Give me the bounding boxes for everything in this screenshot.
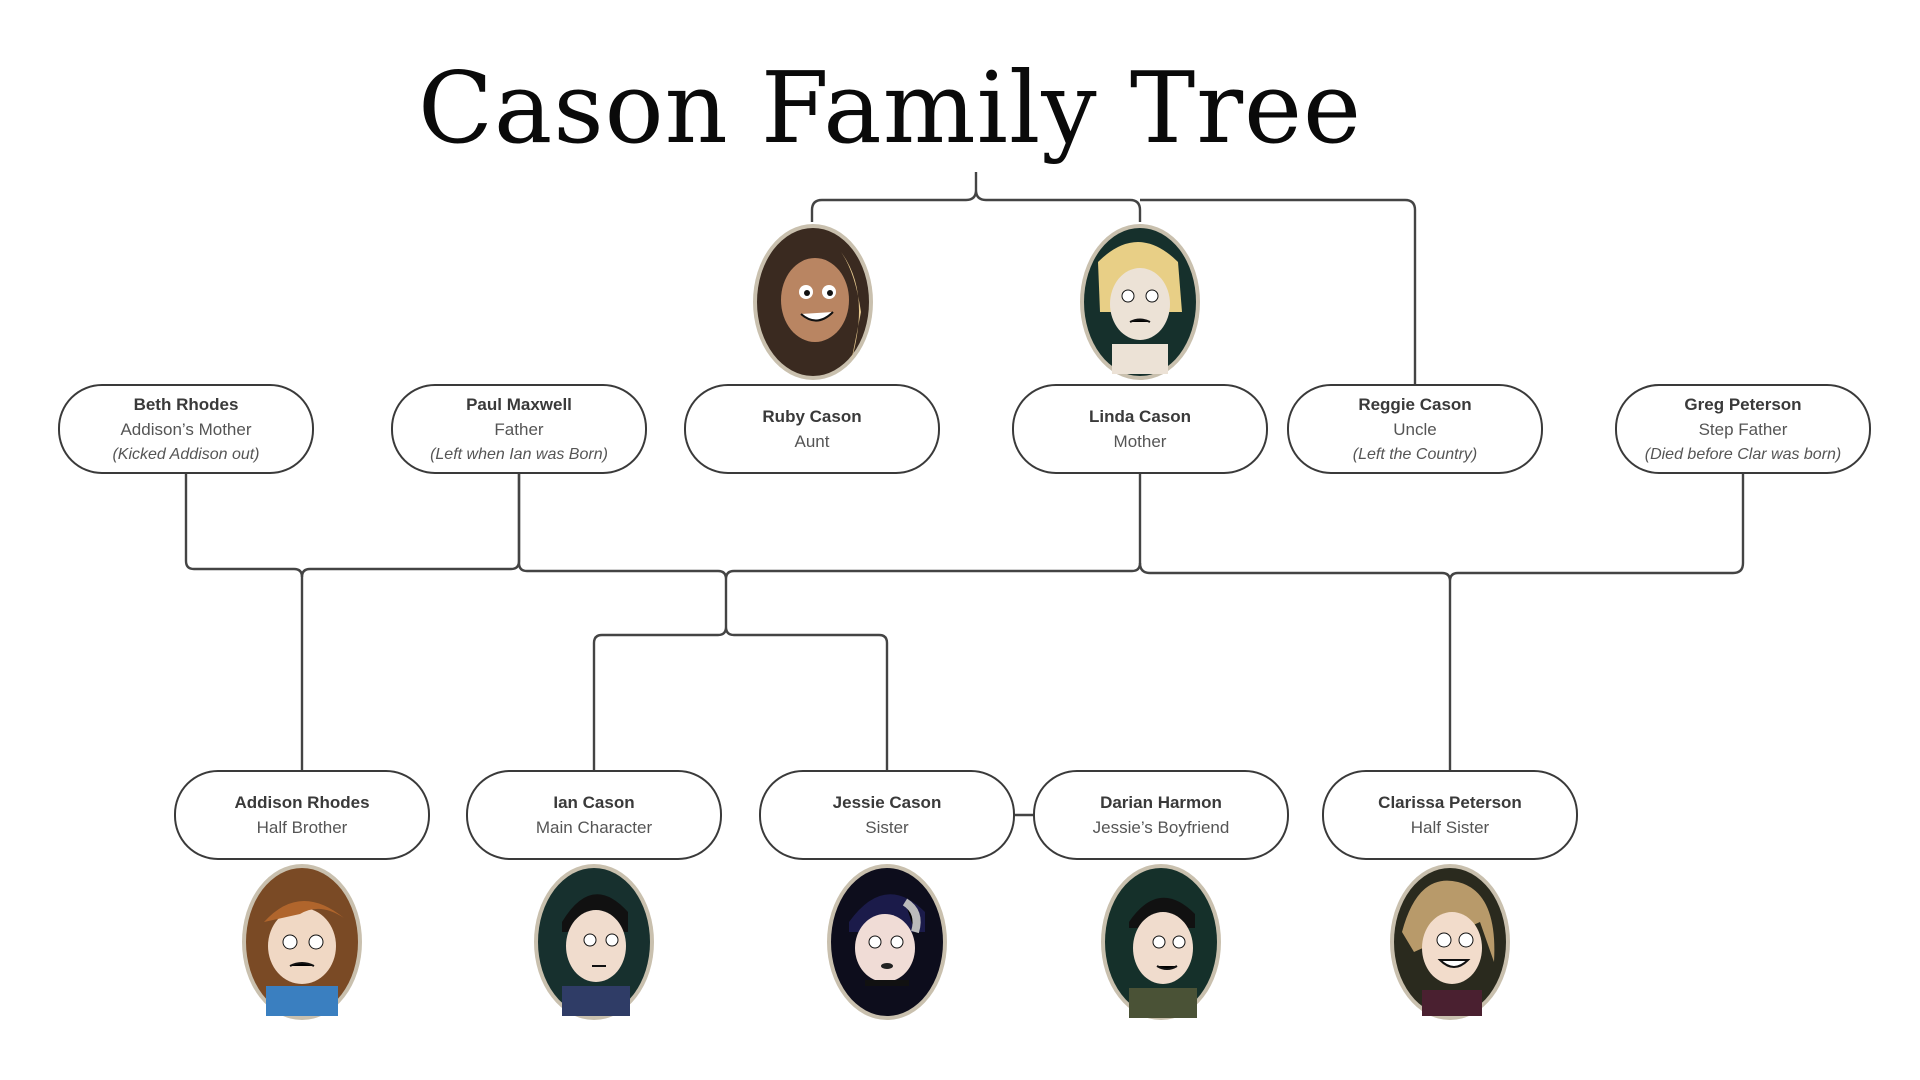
person-note: (Left the Country) bbox=[1352, 445, 1478, 463]
person-name: Addison Rhodes bbox=[234, 793, 370, 812]
person-role: Aunt bbox=[794, 432, 830, 451]
siblings-line bbox=[592, 626, 889, 770]
person-name: Darian Harmon bbox=[1100, 793, 1222, 812]
title-connector bbox=[810, 172, 1417, 384]
person-role: Addison’s Mother bbox=[120, 419, 252, 439]
clarissa-portrait bbox=[1390, 864, 1510, 1020]
beth-addison-line bbox=[184, 474, 304, 770]
person-role: Sister bbox=[865, 818, 909, 837]
person-role: Main Character bbox=[535, 818, 653, 837]
person-card-beth-rhodes[interactable]: Beth Rhodes Addison’s Mother (Kicked Add… bbox=[58, 384, 314, 474]
person-role: Jessie’s Boyfriend bbox=[1092, 818, 1230, 837]
person-card-reggie-cason[interactable]: Reggie Cason Uncle (Left the Country) bbox=[1287, 384, 1543, 474]
person-role: Father bbox=[494, 419, 544, 439]
person-card-clarissa-peterson[interactable]: Clarissa Peterson Half Sister bbox=[1322, 770, 1578, 860]
person-name: Ian Cason bbox=[553, 793, 635, 812]
person-name: Reggie Cason bbox=[1358, 394, 1472, 414]
person-card-paul-maxwell[interactable]: Paul Maxwell Father (Left when Ian was B… bbox=[391, 384, 647, 474]
linda-portrait bbox=[1080, 224, 1200, 380]
person-role: Uncle bbox=[1393, 419, 1437, 439]
person-card-darian-harmon[interactable]: Darian Harmon Jessie’s Boyfriend bbox=[1033, 770, 1289, 860]
person-role: Mother bbox=[1113, 432, 1167, 451]
person-name: Ruby Cason bbox=[762, 407, 862, 426]
person-card-jessie-cason[interactable]: Jessie Cason Sister bbox=[759, 770, 1015, 860]
person-card-greg-peterson[interactable]: Greg Peterson Step Father (Died before C… bbox=[1615, 384, 1871, 474]
ian-portrait bbox=[534, 864, 654, 1020]
person-name: Linda Cason bbox=[1088, 407, 1191, 426]
paul-linda-line bbox=[517, 474, 1142, 627]
paul-addison-line bbox=[300, 474, 521, 578]
person-note: (Left when Ian was Born) bbox=[430, 445, 608, 463]
person-role: Half Sister bbox=[1410, 818, 1490, 837]
person-role: Half Brother bbox=[256, 818, 348, 837]
person-name: Jessie Cason bbox=[832, 793, 942, 812]
person-card-ruby-cason[interactable]: Ruby Cason Aunt bbox=[684, 384, 940, 474]
person-name: Greg Peterson bbox=[1684, 394, 1802, 414]
person-name: Beth Rhodes bbox=[133, 394, 239, 414]
person-role: Step Father bbox=[1698, 419, 1788, 439]
person-card-addison-rhodes[interactable]: Addison Rhodes Half Brother bbox=[174, 770, 430, 860]
ruby-portrait bbox=[753, 224, 873, 380]
addison-portrait bbox=[242, 864, 362, 1020]
darian-portrait bbox=[1101, 864, 1221, 1020]
page-title: Cason Family Tree bbox=[417, 52, 1363, 166]
linda-greg-line bbox=[1138, 474, 1745, 770]
person-name: Clarissa Peterson bbox=[1378, 793, 1522, 812]
person-note: (Died before Clar was born) bbox=[1644, 445, 1842, 463]
person-card-ian-cason[interactable]: Ian Cason Main Character bbox=[466, 770, 722, 860]
person-card-linda-cason[interactable]: Linda Cason Mother bbox=[1012, 384, 1268, 474]
person-name: Paul Maxwell bbox=[466, 394, 572, 414]
person-note: (Kicked Addison out) bbox=[112, 445, 260, 463]
jessie-portrait bbox=[827, 864, 947, 1020]
